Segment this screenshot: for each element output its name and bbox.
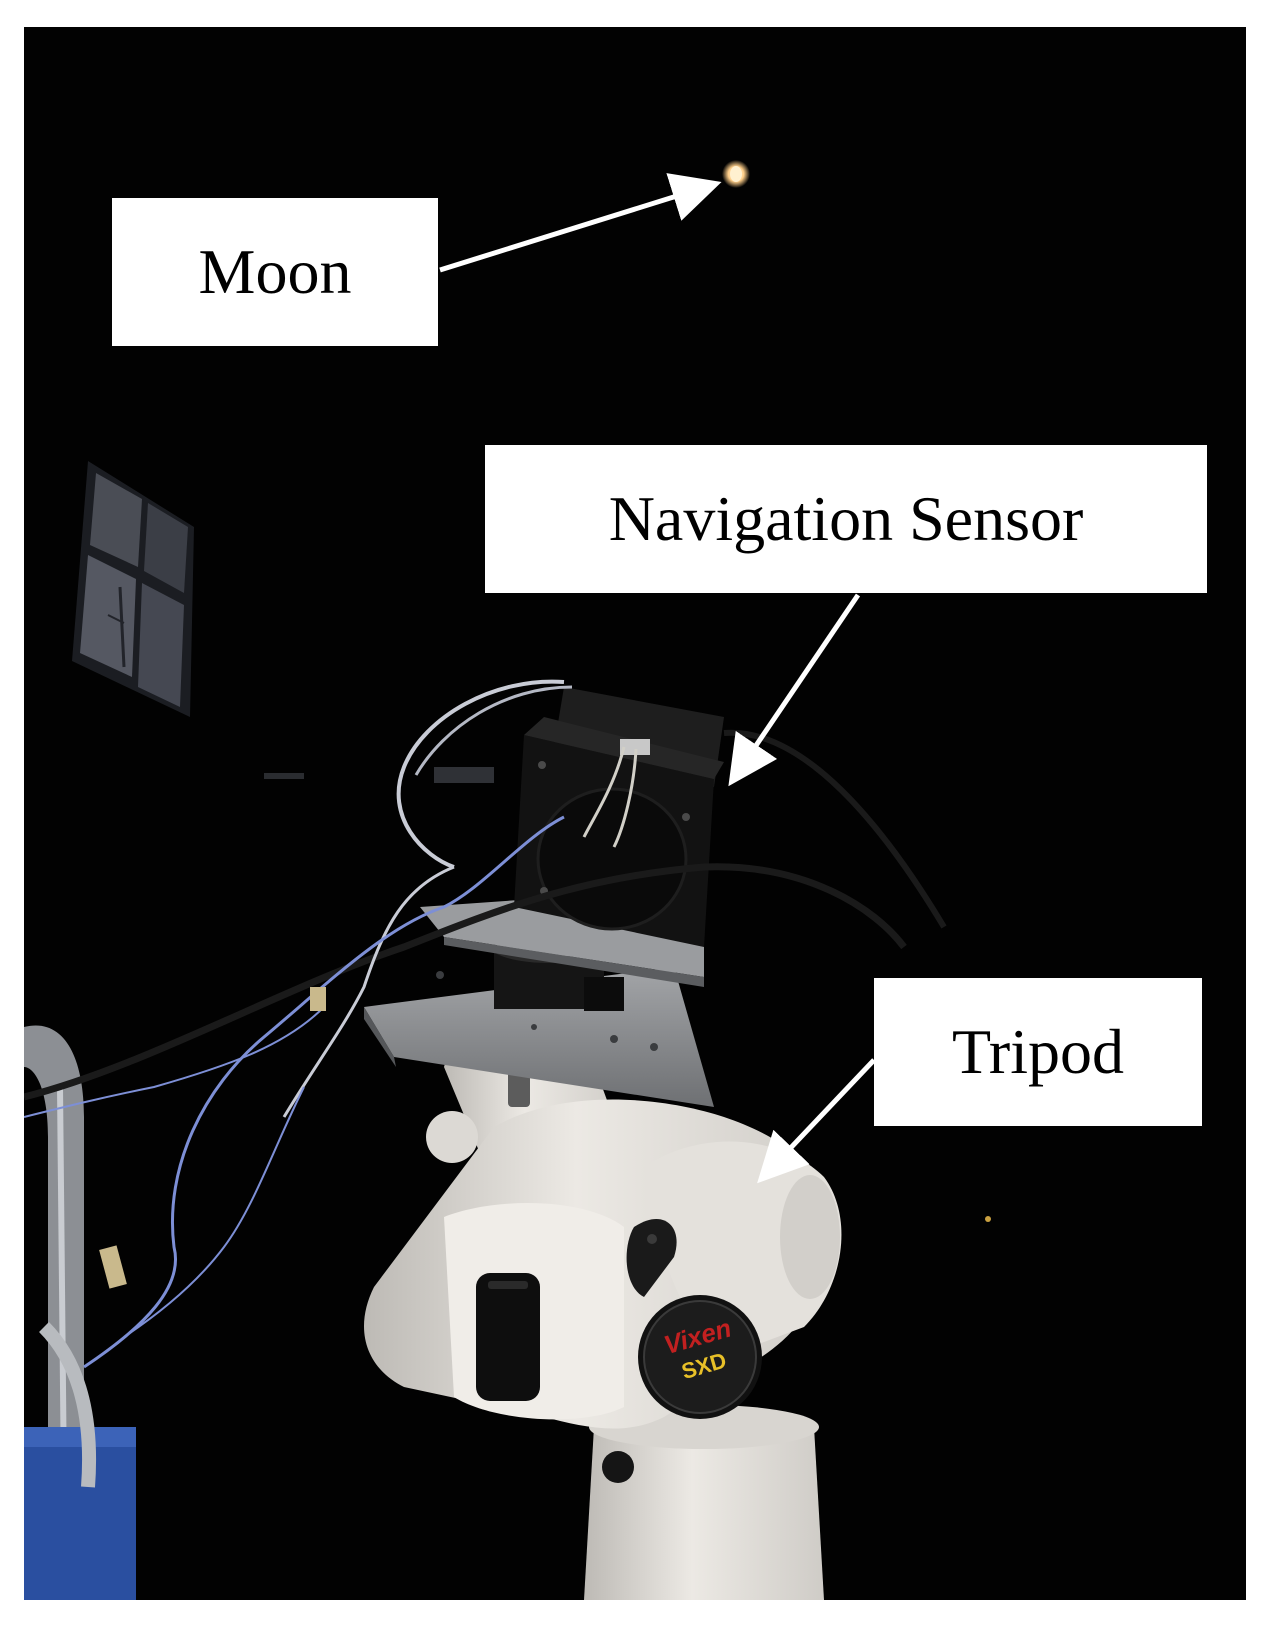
vixen-badge: Vixen SXD bbox=[638, 1295, 762, 1419]
moon-label: Moon bbox=[112, 198, 438, 346]
moon bbox=[722, 160, 750, 188]
navigation-sensor bbox=[514, 687, 724, 947]
metal-rail bbox=[24, 1025, 136, 1600]
tripod-label: Tripod bbox=[874, 978, 1202, 1126]
building-window bbox=[72, 461, 194, 717]
navigation-sensor-label: Navigation Sensor bbox=[485, 445, 1207, 593]
